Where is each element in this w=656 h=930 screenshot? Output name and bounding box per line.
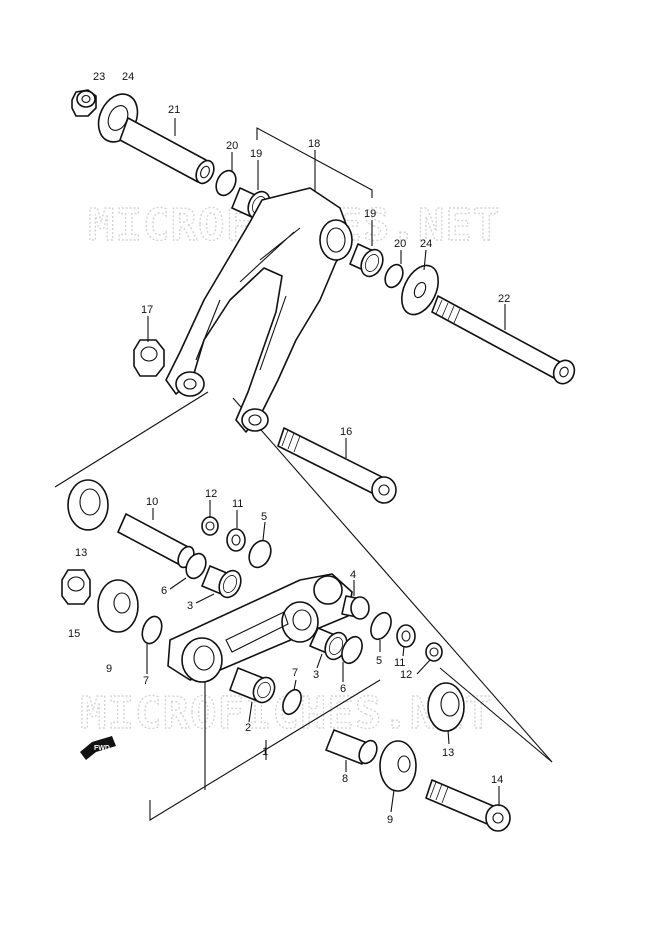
callout-13: 13 [75, 547, 87, 559]
part-5-oring-lower [370, 611, 392, 641]
bracket-lines [54, 127, 553, 821]
callout-5: 5 [376, 655, 382, 667]
part-20-oring-right [384, 263, 404, 289]
callout-15: 15 [68, 628, 80, 640]
callout-19: 19 [250, 148, 262, 160]
part-2-bearing [229, 667, 276, 704]
callout-3: 3 [187, 600, 193, 612]
callout-21: 21 [168, 104, 180, 116]
callout-11: 11 [232, 498, 243, 510]
callout-2: 2 [245, 722, 251, 734]
part-12-cap-right [425, 642, 443, 662]
part-6-oring-left [185, 552, 207, 580]
part-18-cushion-lever [165, 187, 353, 433]
part-11-seal-right [396, 624, 416, 648]
callout-23: 23 [93, 71, 105, 83]
callout-4: 4 [350, 569, 356, 581]
callout-24: 24 [122, 71, 134, 83]
callout-12: 12 [400, 669, 412, 681]
callout-7: 7 [292, 667, 298, 679]
part-22-bolt [431, 295, 576, 385]
part-6-oring-right [341, 635, 363, 665]
callout-11: 11 [394, 657, 405, 669]
part-12-cap-left [201, 516, 219, 536]
callout-22: 22 [498, 293, 510, 305]
callout-17: 17 [141, 304, 153, 316]
part-9-collar-left [97, 579, 139, 633]
part-11-seal-left [226, 528, 246, 552]
part-8-collar [325, 729, 378, 765]
leader-lines [146, 118, 506, 813]
fwd-label: FWD [94, 745, 110, 752]
part-15-nut [61, 569, 91, 605]
callout-9: 9 [387, 814, 393, 826]
part-10-sleeve [117, 513, 195, 569]
part-19-bearing-right [349, 243, 384, 278]
callout-20: 20 [226, 140, 238, 152]
part-1-cushion-rod [167, 573, 353, 683]
part-13-seal-right [427, 682, 465, 732]
part-21-sleeve [119, 117, 215, 185]
callout-5: 5 [261, 511, 267, 523]
callout-8: 8 [342, 773, 348, 785]
part-23-nut [71, 89, 97, 117]
part-17-nut [133, 339, 165, 377]
part-13-seal-left [67, 479, 109, 531]
callout-3: 3 [313, 669, 319, 681]
callout-19: 19 [364, 208, 376, 220]
callout-16: 16 [340, 426, 352, 438]
part-5-oring-upper [248, 539, 272, 569]
part-9-collar-right [379, 740, 417, 792]
callout-24: 24 [420, 238, 432, 250]
callout-12: 12 [205, 488, 217, 500]
callout-18: 18 [308, 138, 320, 150]
callouts: 1 2 3 3 4 5 5 6 6 7 7 8 9 9 10 11 11 12 … [68, 71, 510, 826]
part-7-oring-left [141, 615, 163, 645]
part-14-bolt [425, 779, 511, 832]
part-20-oring-top [215, 169, 237, 197]
part-16-bolt [277, 427, 397, 504]
callout-9: 9 [106, 663, 112, 675]
part-4-collar [341, 595, 370, 620]
callout-20: 20 [394, 238, 406, 250]
fwd-arrow: FWD [80, 736, 116, 760]
callout-6: 6 [340, 683, 346, 695]
part-7-oring-right [282, 688, 302, 716]
callout-6: 6 [161, 585, 167, 597]
part-24-washer-right [401, 264, 439, 316]
callout-1: 1 [262, 746, 268, 758]
callout-14: 14 [491, 774, 503, 786]
callout-7: 7 [143, 675, 149, 687]
callout-10: 10 [146, 496, 158, 508]
part-3-bearing-left [201, 565, 242, 599]
callout-13: 13 [442, 747, 454, 759]
